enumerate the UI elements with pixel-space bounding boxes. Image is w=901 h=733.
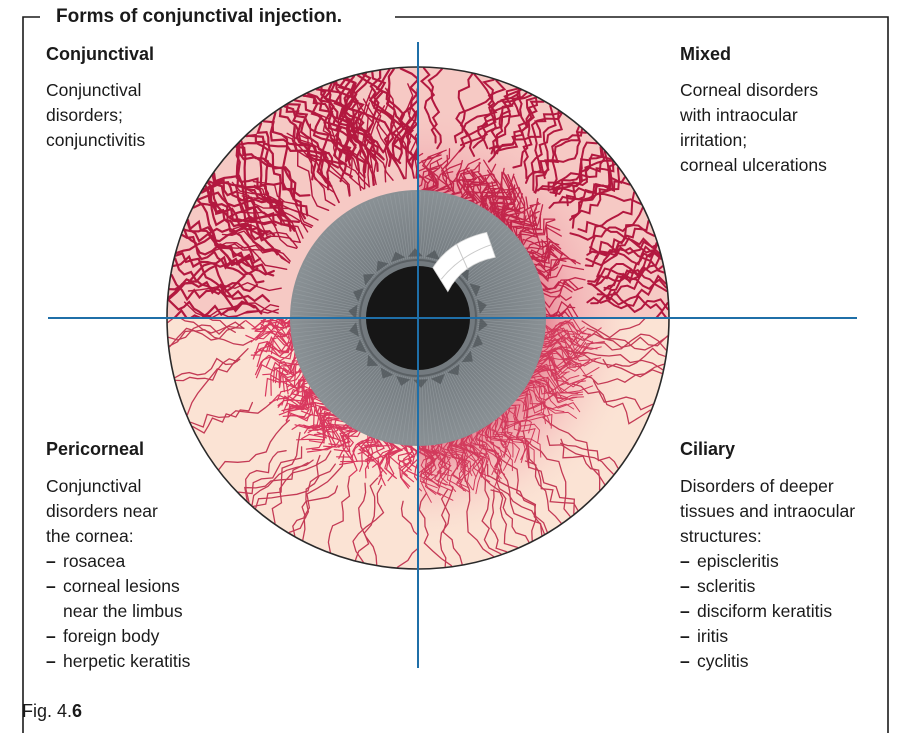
text-mixed: Corneal disorders with intraocular irrit… [680,78,827,178]
heading-pericorneal: Pericorneal [46,439,144,460]
figure-title: Forms of conjunctival injection. [50,6,348,28]
text-line: Corneal disorders [680,78,827,103]
text-line: Disorders of deeper [680,474,855,499]
text-line: with intraocular [680,103,827,128]
heading-mixed: Mixed [680,44,731,65]
list-item: herpetic keratitis [46,649,190,674]
heading-conjunctival: Conjunctival [46,44,154,65]
list-item: iritis [680,624,855,649]
text-line: disorders near [46,499,190,524]
text-line: conjunctivitis [46,128,145,153]
list-item: rosacea [46,549,190,574]
list-item: foreign body [46,624,190,649]
list-pericorneal: rosacea corneal lesionsnear the limbus f… [46,549,190,674]
list-item: disciform keratitis [680,599,855,624]
list-item: cyclitis [680,649,855,674]
text-line: tissues and intraocular [680,499,855,524]
list-item-continuation: near the limbus [63,601,183,621]
list-ciliary: episcleritis scleritis disciform keratit… [680,549,855,674]
heading-ciliary: Ciliary [680,439,735,460]
text-pericorneal: Conjunctival disorders near the cornea: … [46,474,190,674]
text-line: corneal ulcerations [680,153,827,178]
text-ciliary: Disorders of deeper tissues and intraocu… [680,474,855,674]
text-line: structures: [680,524,855,549]
text-conjunctival: Conjunctival disorders; conjunctivitis [46,78,145,153]
list-item: scleritis [680,574,855,599]
text-line: irritation; [680,128,827,153]
text-line: Conjunctival [46,78,145,103]
list-item: episcleritis [680,549,855,574]
text-line: the cornea: [46,524,190,549]
figure-caption: Fig. 4.6 [22,701,82,722]
text-line: Conjunctival [46,474,190,499]
text-line: disorders; [46,103,145,128]
